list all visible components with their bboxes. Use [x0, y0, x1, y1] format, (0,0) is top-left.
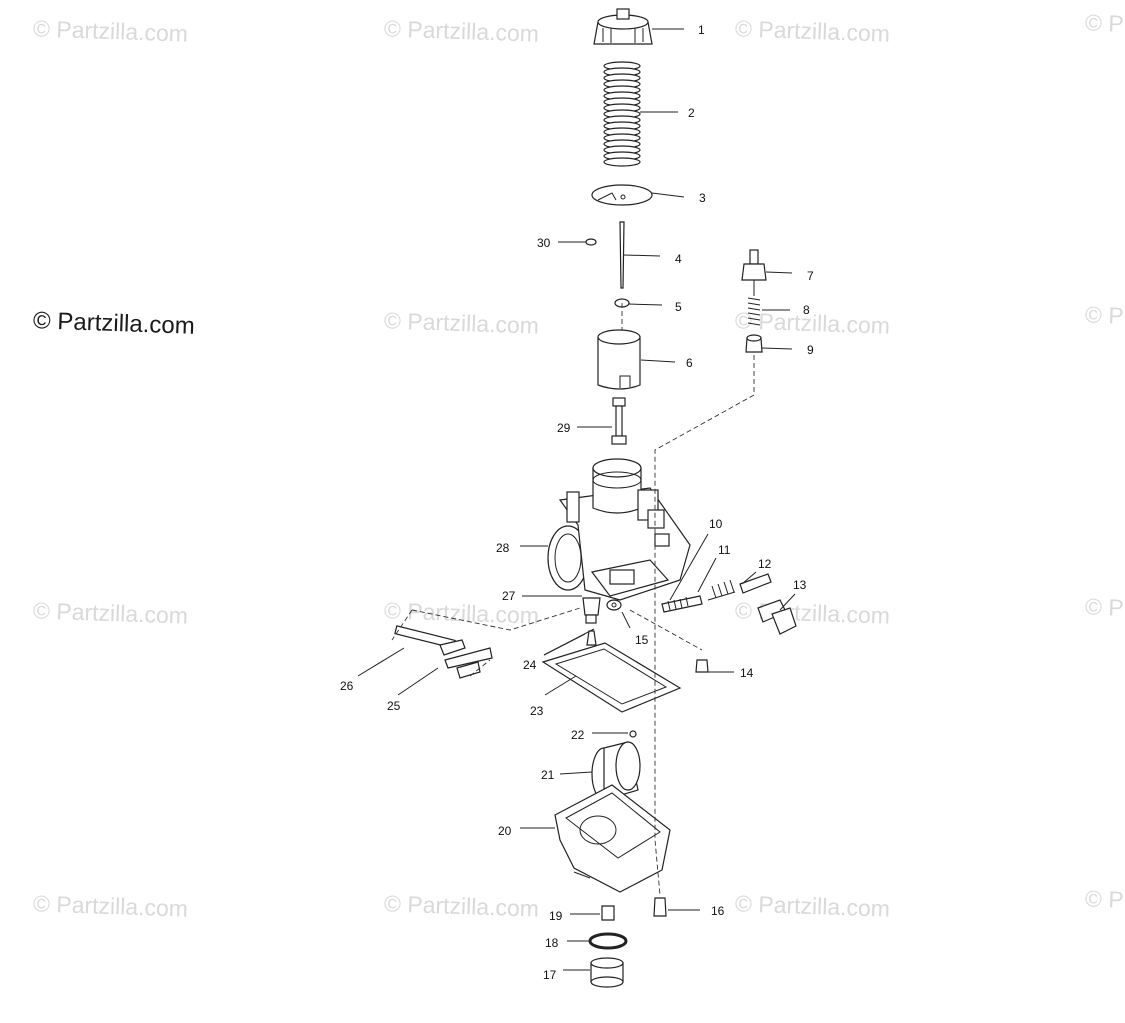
part-needle-jet: [611, 397, 627, 445]
callout-5: 5: [675, 300, 682, 314]
part-plate: [591, 184, 653, 206]
callout-4: 4: [675, 252, 682, 266]
part-small-ball: [629, 730, 637, 738]
callout-12: 12: [758, 557, 772, 571]
callout-28: 28: [496, 541, 510, 555]
callout-26: 26: [340, 679, 354, 693]
part-cap: [593, 8, 653, 45]
callout-19: 19: [549, 909, 563, 923]
part-drain-screw: [695, 659, 709, 673]
callout-27: 27: [502, 589, 516, 603]
callout-17: 17: [543, 968, 557, 982]
callout-29: 29: [557, 421, 571, 435]
part-drain-plug: [590, 957, 624, 988]
part-carburetor-body: [547, 458, 691, 601]
callout-13: 13: [793, 578, 807, 592]
callout-3: 3: [699, 191, 706, 205]
callout-18: 18: [545, 936, 559, 950]
callout-1: 1: [698, 23, 705, 37]
part-screws: [661, 573, 797, 635]
callout-23: 23: [530, 704, 544, 718]
callout-9: 9: [807, 343, 814, 357]
callout-20: 20: [498, 824, 512, 838]
spring-coil: [603, 157, 641, 167]
part-pilot-assembly: [741, 249, 767, 353]
part-bowl-screw: [653, 897, 667, 917]
callout-16: 16: [711, 904, 725, 918]
part-needle: [619, 221, 625, 289]
callout-25: 25: [387, 699, 401, 713]
part-throttle-valve: [597, 329, 641, 390]
callout-10: 10: [709, 517, 723, 531]
part-float-bowl: [554, 784, 671, 893]
callout-2: 2: [688, 106, 695, 120]
callout-24: 24: [523, 658, 537, 672]
callout-7: 7: [807, 269, 814, 283]
part-clip: [585, 238, 597, 246]
part-gasket: [541, 642, 682, 713]
part-spring: [603, 61, 641, 167]
part-o-ring: [588, 932, 628, 950]
callout-30: 30: [537, 236, 551, 250]
callout-8: 8: [803, 303, 810, 317]
callout-15: 15: [635, 633, 649, 647]
callout-11: 11: [718, 543, 731, 557]
part-float-arm: [439, 639, 493, 679]
callout-22: 22: [571, 728, 585, 742]
part-jets: [582, 597, 622, 646]
callout-21: 21: [541, 768, 555, 782]
callout-6: 6: [686, 356, 693, 370]
callout-14: 14: [740, 666, 754, 680]
part-main-jet: [601, 905, 615, 921]
